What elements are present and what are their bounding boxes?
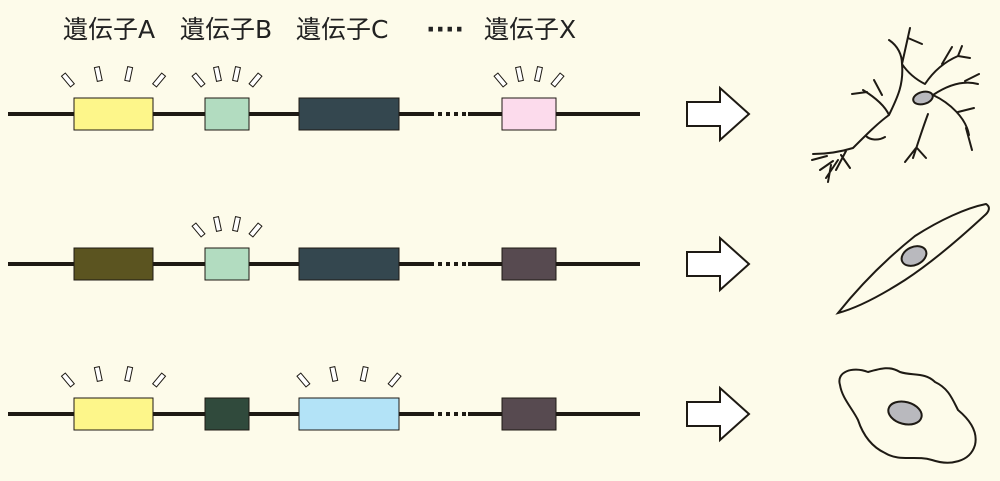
expression-ray <box>248 222 263 238</box>
expression-ray <box>60 372 76 388</box>
gene-a-box <box>73 97 154 131</box>
expression-ray <box>550 72 565 88</box>
gene-c-box <box>298 397 400 431</box>
expression-ray <box>191 72 206 88</box>
header-ellipsis: ···· <box>426 15 464 44</box>
gene-row <box>8 216 640 281</box>
gene-x-box <box>501 397 557 431</box>
expression-ray <box>515 66 524 82</box>
arrow-icon <box>686 235 751 293</box>
expression-ray <box>60 72 76 88</box>
spindle-cell-icon <box>835 202 990 315</box>
expression-ray <box>124 66 134 82</box>
gene-row <box>8 66 640 131</box>
arrow-icon <box>686 85 751 143</box>
expression-ray <box>151 372 167 388</box>
expression-ray <box>191 222 206 238</box>
header-gene-b: 遺伝子B <box>180 15 272 44</box>
expression-ray <box>213 66 222 82</box>
gene-b-box <box>204 247 250 281</box>
expression-ray <box>93 66 103 82</box>
expression-ray <box>213 216 222 232</box>
expression-ray <box>329 366 339 382</box>
arrow-icon <box>686 385 751 443</box>
expression-ray <box>534 66 543 82</box>
neuron-icon <box>811 27 980 183</box>
expression-ray <box>248 72 263 88</box>
header-gene-a: 遺伝子A <box>63 15 155 44</box>
gene-b-box <box>204 397 250 431</box>
expression-ray <box>93 366 103 382</box>
expression-ray <box>359 366 369 382</box>
gene-c-box <box>298 247 400 281</box>
amoeboid-cell-icon <box>838 367 977 464</box>
gene-x-box <box>501 97 557 131</box>
gene-x-box <box>501 247 557 281</box>
gene-row <box>8 366 640 431</box>
expression-ray <box>232 66 241 82</box>
gene-b-box <box>204 97 250 131</box>
header-gene-x: 遺伝子X <box>484 15 576 44</box>
expression-ray <box>387 372 402 388</box>
gene-c-box <box>298 97 400 131</box>
gene-a-box <box>73 247 154 281</box>
expression-ray <box>232 216 241 232</box>
expression-ray <box>493 72 508 88</box>
expression-ray <box>151 72 167 88</box>
gene-rows <box>8 66 640 431</box>
header-gene-c: 遺伝子C <box>296 15 388 44</box>
gene-a-box <box>73 397 154 431</box>
expression-ray <box>296 372 311 388</box>
expression-ray <box>124 366 134 382</box>
